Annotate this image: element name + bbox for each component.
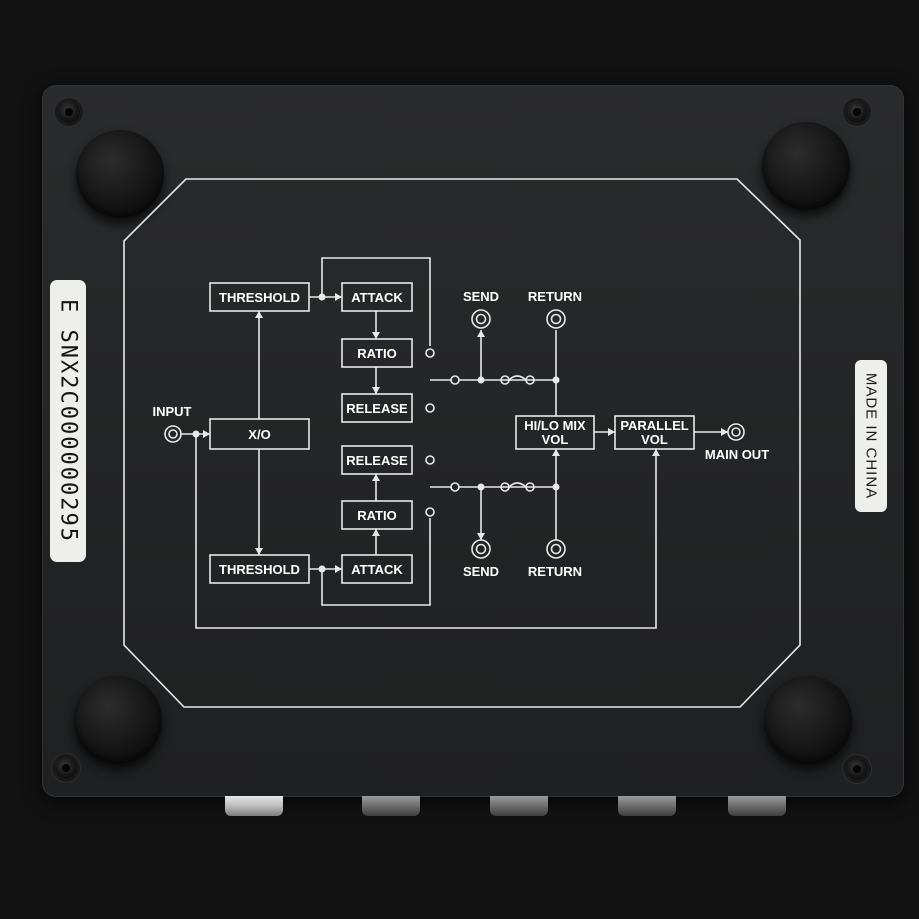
attack-top-label: ATTACK bbox=[351, 290, 403, 305]
return-bottom-label: RETURN bbox=[528, 564, 582, 579]
hilo-mix-label-line2: VOL bbox=[542, 432, 569, 447]
ratio-top-box bbox=[341, 338, 413, 368]
screw-bottom-left bbox=[55, 757, 77, 779]
rubber-foot-bottom-right bbox=[764, 676, 852, 764]
input-label: INPUT bbox=[153, 404, 192, 419]
ratio-bottom-label: RATIO bbox=[357, 508, 396, 523]
threshold-bottom-label: THRESHOLD bbox=[219, 562, 300, 577]
rubber-foot-top-right bbox=[762, 122, 850, 210]
screw-top-left bbox=[58, 101, 80, 123]
release-top-label: RELEASE bbox=[346, 401, 408, 416]
send-top-label: SEND bbox=[463, 289, 499, 304]
rubber-foot-top-left bbox=[76, 130, 164, 218]
return-top-label: RETURN bbox=[528, 289, 582, 304]
jack-5 bbox=[728, 796, 786, 816]
jack-2 bbox=[362, 796, 420, 816]
release-bottom-box bbox=[341, 445, 413, 475]
jack-1 bbox=[225, 796, 283, 816]
parallel-vol-label-line2: VOL bbox=[641, 432, 668, 447]
hilo-mix-label-line1: HI/LO MIX bbox=[524, 418, 586, 433]
border-frame bbox=[123, 178, 801, 708]
main-out-label: MAIN OUT bbox=[705, 447, 769, 462]
serial-sticker: E SNX2C000000295 bbox=[50, 280, 86, 562]
xo-label: X/O bbox=[248, 427, 270, 442]
screw-top-right bbox=[846, 101, 868, 123]
threshold-top-label: THRESHOLD bbox=[219, 290, 300, 305]
release-bottom-label: RELEASE bbox=[346, 453, 408, 468]
attack-bottom-label: ATTACK bbox=[351, 562, 403, 577]
send-bottom-label: SEND bbox=[463, 564, 499, 579]
jack-3 bbox=[490, 796, 548, 816]
origin-sticker: MADE IN CHINA bbox=[855, 360, 887, 512]
screw-bottom-right bbox=[846, 758, 868, 780]
ratio-top-label: RATIO bbox=[357, 346, 396, 361]
release-top-box bbox=[341, 393, 413, 423]
parallel-vol-label-line1: PARALLEL bbox=[620, 418, 688, 433]
pedal-enclosure bbox=[42, 85, 904, 797]
rubber-foot-bottom-left bbox=[74, 676, 162, 764]
ratio-bottom-box bbox=[341, 500, 413, 530]
jack-4 bbox=[618, 796, 676, 816]
